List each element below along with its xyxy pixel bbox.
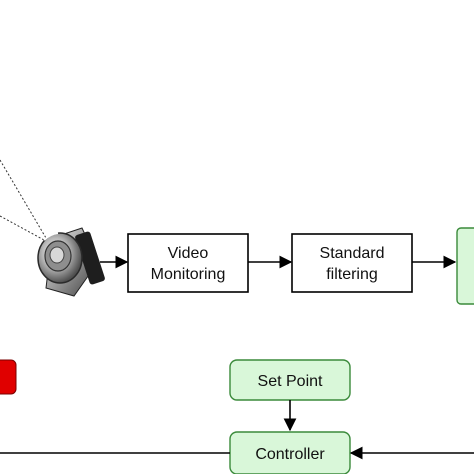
set-point-block: Set Point	[229, 359, 351, 401]
camera-view-lines	[0, 159, 47, 241]
next-block-partial	[456, 227, 474, 305]
standard-filtering-block: Standard filtering	[291, 233, 413, 293]
video-monitoring-block: Video Monitoring	[127, 233, 249, 293]
red-block-partial	[0, 359, 17, 395]
camera-icon	[37, 227, 105, 297]
controller-label: Controller	[255, 446, 325, 463]
video-monitoring-label-line2: Monitoring	[151, 266, 226, 283]
set-point-label: Set Point	[258, 373, 323, 390]
controller-block: Controller	[229, 431, 351, 474]
standard-filtering-label-line1: Standard	[320, 245, 385, 262]
video-monitoring-label-line1: Video	[168, 245, 209, 262]
standard-filtering-label-line2: filtering	[326, 266, 378, 283]
